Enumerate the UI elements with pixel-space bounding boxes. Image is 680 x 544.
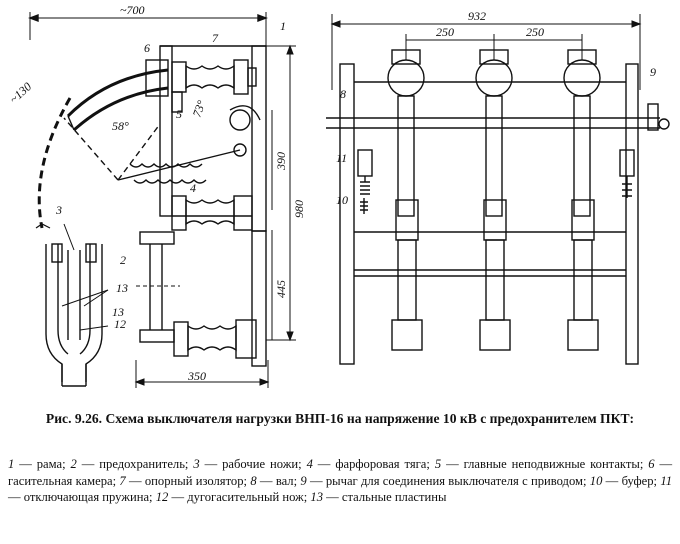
legend-item-6: 6 — гасительная камера;	[8, 457, 673, 488]
legend-item-10: 10 — буфер;	[589, 473, 658, 488]
dim-label-250-b: 250	[526, 25, 544, 39]
callout-7: 7	[212, 31, 219, 45]
callout-1: 1	[280, 19, 286, 33]
legend-item-1: 1 — рама;	[8, 457, 66, 471]
callout-5: 5	[176, 107, 182, 121]
callout-10: 10	[336, 193, 348, 207]
dim-line-932	[330, 14, 642, 90]
dim-line-700	[28, 12, 268, 60]
legend-item-8: 8 — вал;	[250, 473, 298, 488]
figure-caption: Рис. 9.26. Схема выключателя нагрузки ВН…	[45, 411, 635, 426]
callout-11: 11	[336, 151, 347, 165]
support-insulator-lower	[171, 195, 253, 231]
dim-line-350	[134, 360, 270, 388]
legend-item-7: 7 — опорный изолятор;	[119, 473, 248, 488]
main-contacts	[171, 91, 183, 113]
callout-8: 8	[340, 87, 346, 101]
callout-13-a: 13	[116, 281, 128, 295]
dim-label-445: 445	[274, 280, 288, 298]
porcelain-rod	[117, 105, 261, 184]
dim-label-980: 980	[292, 200, 306, 218]
dim-label-700: ~700	[120, 3, 145, 17]
angle-label-58: 58°	[112, 119, 129, 133]
legend-item-3: 3 — рабочие ножи;	[193, 457, 302, 471]
pole-2	[475, 49, 513, 351]
legend-item-13: 13 — стальные пластины	[310, 490, 447, 504]
shaft	[326, 117, 660, 129]
knife-detail	[45, 243, 103, 387]
callout-2: 2	[120, 253, 126, 267]
trip-spring	[357, 149, 373, 195]
dim-label-350: 350	[187, 369, 206, 383]
swing-arc	[37, 97, 72, 229]
legend-item-2: 2 — предохранитель;	[70, 457, 189, 471]
angle-label-73: 73°	[190, 98, 209, 119]
buffer	[360, 198, 368, 214]
dim-vertical-side	[266, 44, 296, 342]
technical-drawing: ~700 ~130 58° 73° 390 980 445 350 932 25…	[7, 3, 670, 388]
angle-line-58	[117, 123, 161, 181]
legend-item-5: 5 — главные неподвижные контакты;	[434, 457, 644, 471]
arc-chute	[66, 59, 169, 132]
frame-front	[339, 63, 639, 365]
callout-3: 3	[55, 203, 62, 217]
pole-3	[563, 49, 601, 351]
spring-right	[619, 149, 635, 198]
figure-legend: 1 — рама; 2 — предохранитель; 3 — рабочи…	[8, 456, 672, 506]
dim-label-250-a: 250	[436, 25, 454, 39]
dim-label-390: 390	[274, 152, 288, 171]
legend-item-12: 12 — дугогасительный нож;	[155, 490, 308, 504]
dim-label-130: ~130	[7, 79, 35, 106]
drive-lever	[647, 103, 670, 131]
support-insulator-bottom	[173, 319, 257, 359]
callout-4: 4	[190, 181, 196, 195]
callout-9: 9	[650, 65, 656, 79]
pole-1	[387, 49, 425, 351]
callout-12: 12	[114, 317, 126, 331]
legend-item-11: 11 — отключающая пружина;	[8, 473, 672, 505]
support-insulator-top	[171, 59, 257, 95]
dim-label-932: 932	[468, 9, 486, 23]
legend-item-4: 4 — фарфоровая тяга;	[306, 457, 430, 471]
legend-item-9: 9 — рычаг для соединения выключателя с п…	[300, 473, 587, 488]
callout-6: 6	[144, 41, 150, 55]
